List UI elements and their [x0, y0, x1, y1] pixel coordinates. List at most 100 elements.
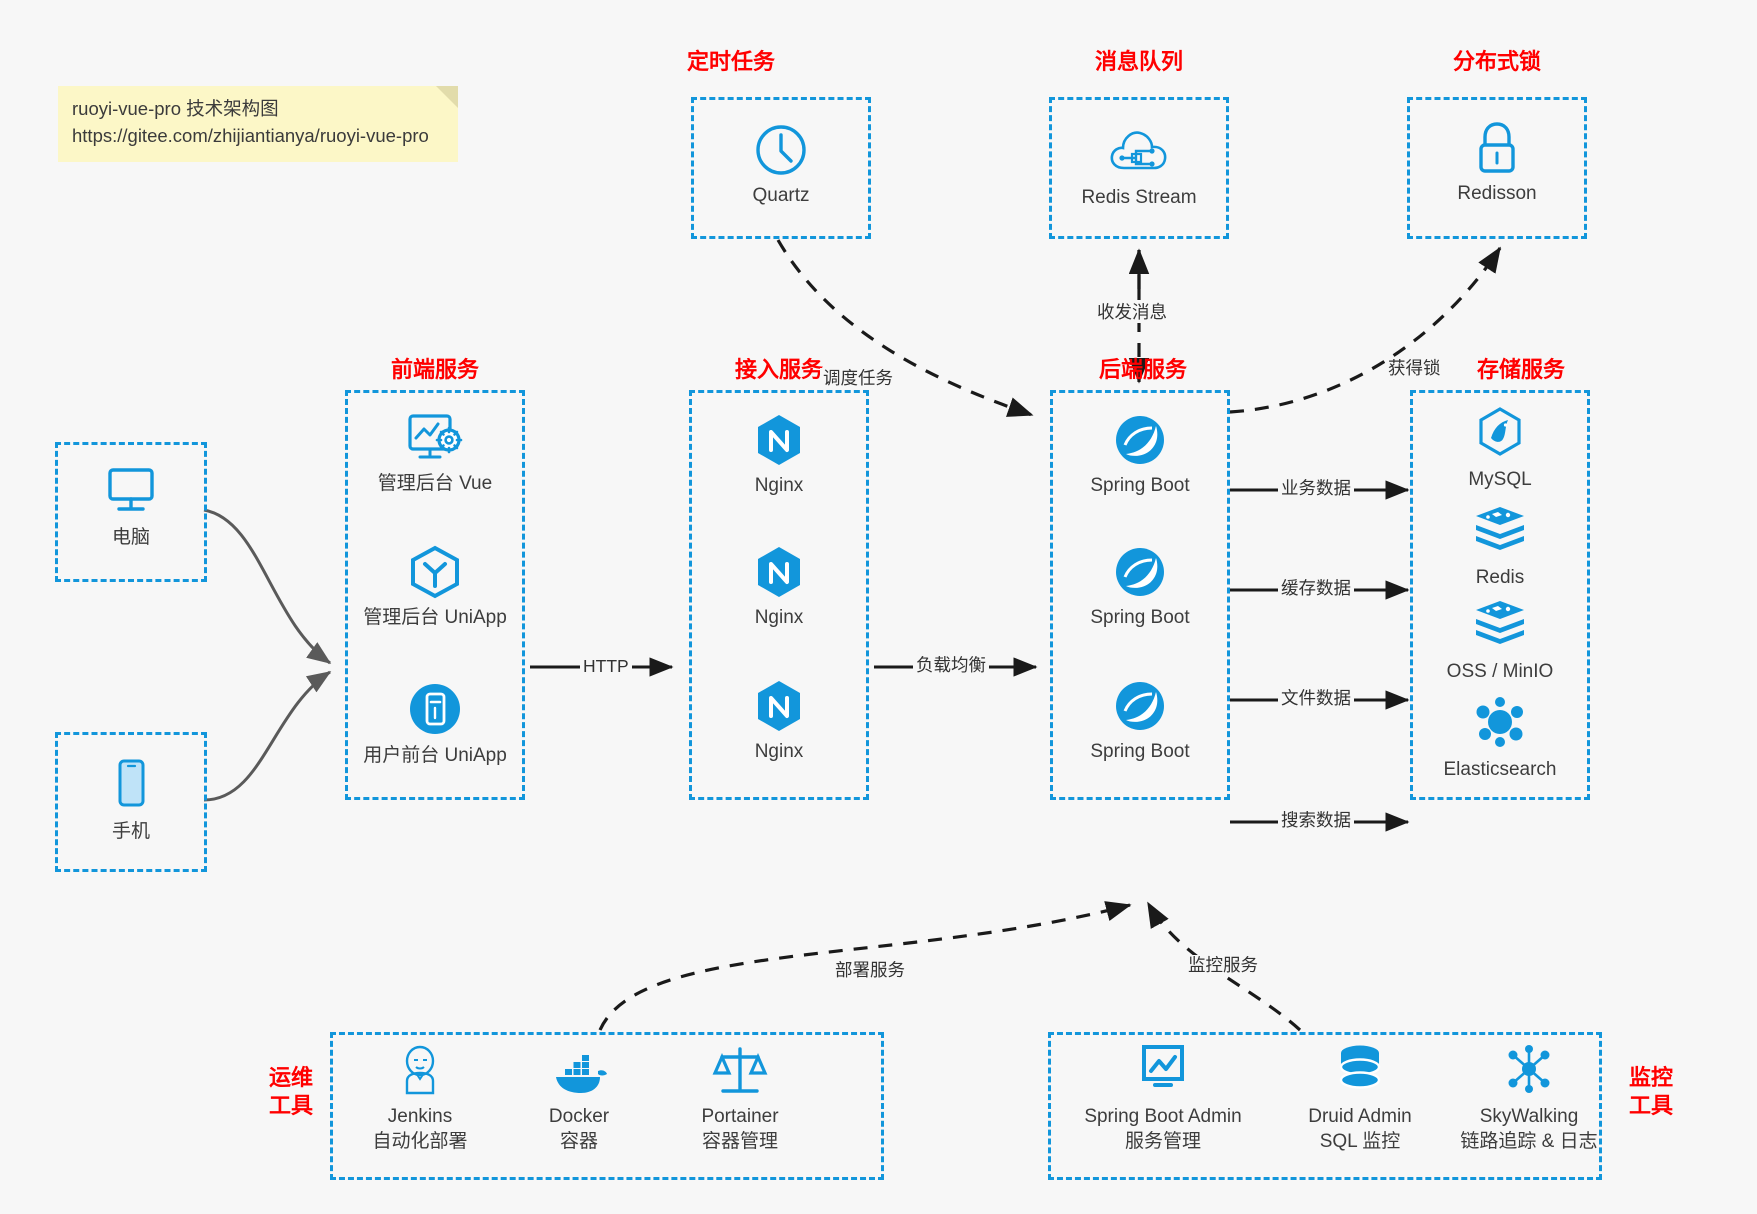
node-label: Redis	[1475, 567, 1525, 588]
group-title-storage: 存储服务	[1476, 357, 1565, 382]
node-label: Portainer	[701, 1106, 779, 1127]
node-sublabel: 容器管理	[701, 1130, 778, 1152]
group-box-gateway	[689, 390, 869, 800]
node-label: Jenkins	[387, 1106, 453, 1127]
node-mobile[interactable]: 手机	[56, 758, 206, 845]
edge-label-acquire-lock: 获得锁	[1385, 358, 1444, 379]
node-label: Elasticsearch	[1443, 759, 1557, 780]
edge-label-schedule-task: 调度任务	[820, 368, 896, 389]
node-oss-minio[interactable]: OSS / MinIO	[1425, 598, 1575, 685]
clock-icon	[706, 122, 856, 180]
uniapp-cube-icon	[360, 544, 510, 602]
node-quartz[interactable]: Quartz	[706, 122, 856, 209]
edge-label-deploy-service: 部署服务	[832, 960, 908, 981]
node-sublabel: 链路追踪 & 日志	[1460, 1130, 1598, 1152]
node-label: Nginx	[754, 607, 804, 628]
node-redis-stream[interactable]: Redis Stream	[1064, 124, 1214, 211]
edge-label-send-receive-message: 收发消息	[1094, 302, 1170, 323]
group-box-frontend	[345, 390, 525, 800]
jenkins-icon	[345, 1043, 495, 1101]
nginx-icon	[704, 678, 854, 736]
node-label: 手机	[111, 821, 150, 842]
node-sublabel: SQL 监控	[1319, 1130, 1401, 1152]
node-label: Quartz	[752, 185, 810, 206]
node-nginx-1[interactable]: Nginx	[704, 412, 854, 499]
node-label: OSS / MinIO	[1446, 661, 1554, 682]
node-admin-uniapp[interactable]: 管理后台 UniApp	[360, 544, 510, 631]
node-label: Spring Boot Admin	[1084, 1106, 1242, 1127]
node-docker[interactable]: Docker 容器	[504, 1043, 654, 1154]
node-mysql[interactable]: MySQL	[1425, 406, 1575, 493]
edge-label-load-balance: 负载均衡	[913, 655, 989, 676]
spring-boot-icon	[1065, 678, 1215, 736]
node-label: Redis Stream	[1081, 187, 1197, 208]
note-title: ruoyi-vue-pro 技术架构图	[72, 98, 279, 119]
node-label: 管理后台 Vue	[377, 473, 493, 494]
edge-label-monitor-service: 监控服务	[1185, 955, 1261, 976]
node-label: Redisson	[1457, 183, 1537, 204]
group-title-scheduled-task: 定时任务	[686, 49, 775, 74]
database-icon	[1270, 1043, 1450, 1101]
node-label: 电脑	[111, 527, 150, 548]
cloud-stream-icon	[1064, 124, 1214, 182]
group-box-backend	[1050, 390, 1230, 800]
node-druid-admin[interactable]: Druid Admin SQL 监控	[1270, 1043, 1450, 1154]
oss-stack-icon	[1425, 598, 1575, 656]
node-skywalking[interactable]: SkyWalking 链路追踪 & 日志	[1434, 1043, 1624, 1154]
edge-label-file-data: 文件数据	[1278, 688, 1354, 709]
edge-label-business-data: 业务数据	[1278, 478, 1354, 499]
edge-label-search-data: 搜索数据	[1278, 810, 1354, 831]
note-fold-corner	[436, 86, 458, 108]
node-redis[interactable]: Redis	[1425, 504, 1575, 591]
group-title-devops-line2: 工具	[268, 1092, 313, 1118]
desktop-icon	[56, 464, 206, 522]
node-redisson[interactable]: Redisson	[1422, 120, 1572, 207]
nginx-icon	[704, 412, 854, 470]
node-spring-boot-3[interactable]: Spring Boot	[1065, 678, 1215, 765]
spring-boot-icon	[1065, 544, 1215, 602]
node-label: Druid Admin	[1308, 1106, 1412, 1127]
group-title-devops-line1: 运维	[268, 1065, 313, 1090]
edge-label-cache-data: 缓存数据	[1278, 578, 1354, 599]
skywalking-icon	[1434, 1043, 1624, 1101]
node-desktop[interactable]: 电脑	[56, 464, 206, 551]
edge-label-http: HTTP	[580, 656, 632, 677]
group-title-gateway: 接入服务	[734, 357, 823, 382]
group-title-monitoring: 监控 工具	[1612, 1064, 1690, 1119]
node-label: Spring Boot	[1090, 741, 1190, 762]
group-title-frontend: 前端服务	[390, 357, 479, 382]
node-spring-boot-1[interactable]: Spring Boot	[1065, 412, 1215, 499]
elasticsearch-icon	[1425, 696, 1575, 754]
group-title-distributed-lock: 分布式锁	[1452, 49, 1541, 74]
node-elasticsearch[interactable]: Elasticsearch	[1425, 696, 1575, 783]
node-nginx-3[interactable]: Nginx	[704, 678, 854, 765]
docker-icon	[504, 1043, 654, 1101]
group-box-client-desktop	[55, 442, 207, 582]
group-box-scheduled-task	[691, 97, 871, 239]
monitor-chart-icon	[1068, 1043, 1258, 1101]
node-user-uniapp[interactable]: 用户前台 UniApp	[360, 682, 510, 769]
mysql-icon	[1425, 406, 1575, 464]
group-box-message-queue	[1049, 97, 1229, 239]
node-spring-boot-2[interactable]: Spring Boot	[1065, 544, 1215, 631]
redis-stack-icon	[1425, 504, 1575, 562]
node-sublabel: 容器	[559, 1130, 598, 1152]
node-admin-vue[interactable]: 管理后台 Vue	[360, 410, 510, 497]
node-portainer[interactable]: Portainer 容器管理	[665, 1043, 815, 1154]
node-label: SkyWalking	[1479, 1106, 1579, 1127]
node-label: MySQL	[1468, 469, 1532, 490]
node-label: Nginx	[754, 741, 804, 762]
group-box-monitoring	[1048, 1032, 1602, 1180]
node-jenkins[interactable]: Jenkins 自动化部署	[345, 1043, 495, 1154]
lock-icon	[1422, 120, 1572, 178]
node-sublabel: 服务管理	[1124, 1130, 1201, 1152]
node-nginx-2[interactable]: Nginx	[704, 544, 854, 631]
mobile-app-icon	[360, 682, 510, 740]
group-title-monitoring-line2: 工具	[1628, 1092, 1673, 1118]
diagram-note: ruoyi-vue-pro 技术架构图 https://gitee.com/zh…	[58, 86, 458, 162]
node-label: Docker	[548, 1106, 610, 1127]
dashboard-gear-icon	[360, 410, 510, 468]
node-spring-boot-admin[interactable]: Spring Boot Admin 服务管理	[1068, 1043, 1258, 1154]
group-title-monitoring-line1: 监控	[1628, 1065, 1673, 1090]
